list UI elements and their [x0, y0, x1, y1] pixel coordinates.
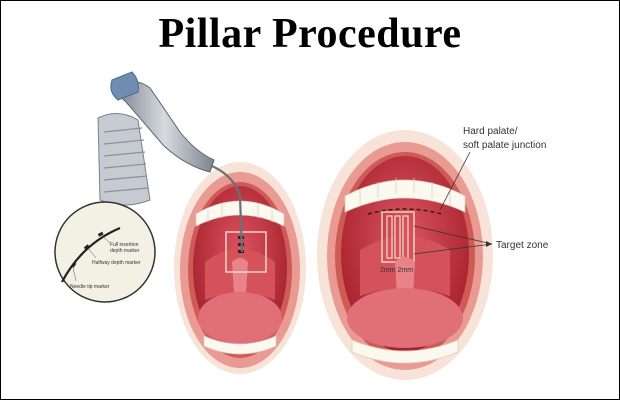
- left-tongue: [198, 292, 282, 344]
- halfway-label: Halfway depth marker: [92, 260, 141, 266]
- right-tongue: [347, 288, 463, 348]
- full-insertion-label-2: depth marker: [110, 248, 140, 254]
- hard-palate-label-1: Hard palate/: [463, 126, 518, 137]
- hard-palate-label-2: soft palate junction: [463, 140, 546, 151]
- left-uvula: [232, 258, 248, 297]
- target-zone-label: Target zone: [496, 240, 549, 251]
- needle-magnifier: Full insertion depth marker Halfway dept…: [55, 202, 155, 302]
- spacing-label: 2mm 2mm: [380, 267, 413, 274]
- needle-tip-label: Needle tip marker: [70, 284, 110, 290]
- right-mouth: [317, 130, 493, 380]
